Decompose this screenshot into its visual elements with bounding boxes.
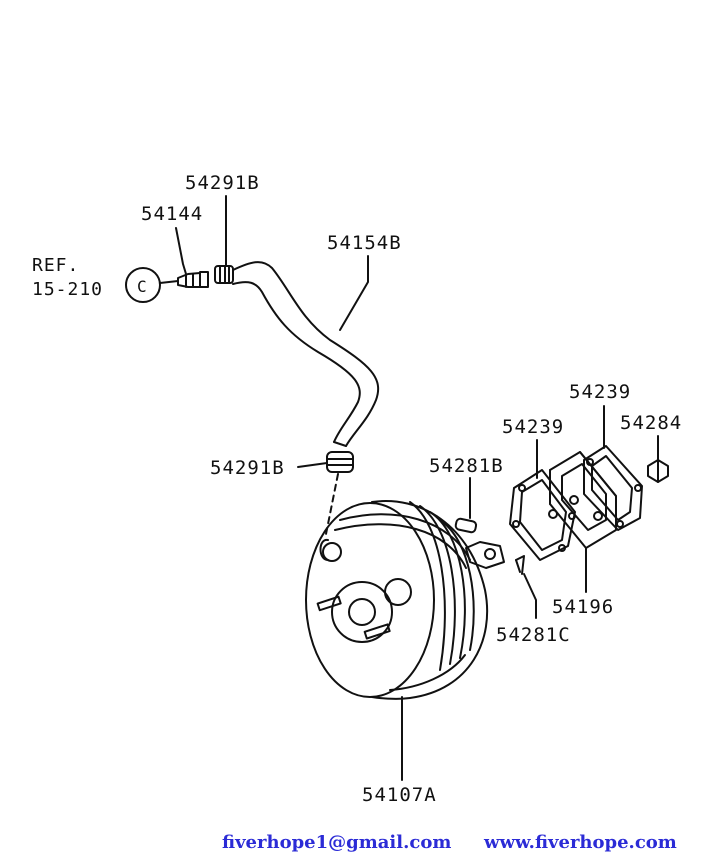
spacer-54196: [549, 451, 617, 549]
leader-54154B: [339, 255, 369, 331]
label-54107A: 54107A: [362, 784, 437, 806]
gasket-54239-left: [509, 469, 576, 561]
label-54154B: 54154B: [327, 232, 402, 254]
hose-clamp-54291B-top: [214, 265, 234, 284]
nut-54284: [647, 459, 669, 483]
hose-clamp-54291B-mid: [326, 451, 354, 473]
label-54281C: 54281C: [496, 624, 571, 646]
clevis-pin-54281B: [454, 517, 478, 534]
snap-pin-54281C: [515, 555, 525, 575]
label-54239-right: 54239: [569, 381, 631, 403]
ref-circle-letter: C: [137, 277, 148, 296]
ref-line1: REF.: [32, 255, 79, 276]
brake-booster-54107A: [305, 500, 489, 700]
leader-54144: [175, 227, 187, 275]
label-54196: 54196: [552, 596, 614, 618]
label-54144: 54144: [141, 203, 203, 225]
label-54284: 54284: [620, 412, 682, 434]
label-54281B: 54281B: [429, 455, 504, 477]
gasket-54239-right: [583, 445, 643, 531]
ref-line2: 15-210: [32, 279, 103, 300]
leader-54291B-mid: [297, 462, 328, 468]
footer-website[interactable]: www.fiverhope.com: [484, 832, 677, 853]
assembly-dash-line: [325, 473, 339, 535]
footer-email[interactable]: fiverhope1@gmail.com: [222, 832, 452, 853]
ref-connector-line: [159, 280, 179, 284]
label-54291B-top: 54291B: [185, 172, 260, 194]
vacuum-hose-54154B: [232, 261, 380, 447]
check-valve-fitting-54144: [177, 271, 209, 288]
label-54239-left: 54239: [502, 416, 564, 438]
ref-circle: [125, 267, 161, 303]
label-54291B-mid: 54291B: [210, 457, 285, 479]
clevis-fitting: [465, 541, 505, 569]
leader-54281C: [523, 573, 537, 619]
